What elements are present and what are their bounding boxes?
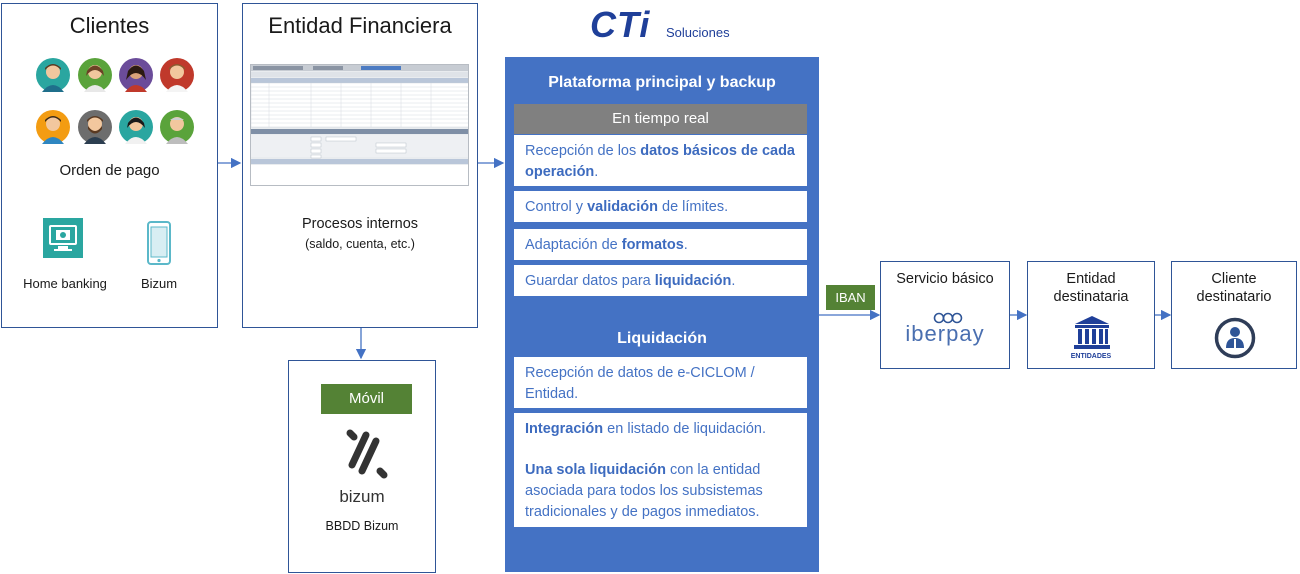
cti-logo: CTi <box>590 4 650 46</box>
card-integracion-liquidacion: Integración en listado de liquidación. U… <box>514 413 807 527</box>
cliente-destinatario-title-1: Cliente <box>1172 270 1296 288</box>
home-banking-label: Home banking <box>10 276 120 291</box>
avatar <box>78 58 112 92</box>
cliente-destinatario-title-2: destinatario <box>1172 288 1296 306</box>
avatar <box>119 110 153 144</box>
avatar <box>36 58 70 92</box>
en-tiempo-real-header: En tiempo real <box>514 104 807 134</box>
card-recepcion-datos: Recepción de los datos básicos de cada o… <box>514 135 807 186</box>
card-guardar-datos: Guardar datos para liquidación. <box>514 265 807 296</box>
clientes-title: Clientes <box>2 13 217 39</box>
iban-badge: IBAN <box>826 285 875 310</box>
entidad-destinataria-title-2: destinataria <box>1028 288 1154 306</box>
liquidacion-title: Liquidación <box>505 330 819 348</box>
bizum-label: Bizum <box>120 276 198 291</box>
clientes-box: Clientes Orden de pago <box>1 3 218 328</box>
bbdd-bizum-label: BBDD Bizum <box>289 519 435 533</box>
movil-box: Móvil bizum BBDD Bizum <box>288 360 436 573</box>
procesos-internos-sub: (saldo, cuenta, etc.) <box>243 237 477 251</box>
avatar <box>78 110 112 144</box>
servicio-basico-box: Servicio básico iberpay <box>880 261 1010 369</box>
cti-soluciones: Soluciones <box>666 25 730 40</box>
plataforma-title: Plataforma principal y backup <box>505 74 819 92</box>
procesos-internos-label: Procesos internos <box>243 216 477 232</box>
card-adaptacion-formatos: Adaptación de formatos. <box>514 229 807 260</box>
orden-de-pago-label: Orden de pago <box>2 162 217 179</box>
bizum-logo-icon <box>342 425 392 481</box>
cliente-destinatario-box: Cliente destinatario <box>1171 261 1297 369</box>
avatar <box>36 110 70 144</box>
iberpay-logo: iberpay <box>881 325 1009 343</box>
entidades-icon-label: ENTIDADES <box>1028 352 1154 361</box>
avatar <box>160 110 194 144</box>
card-recepcion-ciclom: Recepción de datos de e-CICLOM / Entidad… <box>514 357 807 408</box>
entidad-destinataria-title-1: Entidad <box>1028 270 1154 288</box>
plataforma-panel: Plataforma principal y backup En tiempo … <box>505 57 819 572</box>
user-circle-icon <box>1214 317 1256 359</box>
app-screenshot <box>250 64 469 186</box>
bizum-logo-text: bizum <box>289 487 435 507</box>
avatar <box>119 58 153 92</box>
avatar <box>160 58 194 92</box>
home-banking-icon <box>43 218 83 258</box>
movil-badge: Móvil <box>321 384 412 414</box>
bank-building-icon <box>1072 314 1112 350</box>
entidad-destinataria-box: Entidad destinataria ENTIDADES <box>1027 261 1155 369</box>
entidad-financiera-title: Entidad Financiera <box>243 13 477 39</box>
card-control-validacion: Control y validación de límites. <box>514 191 807 222</box>
servicio-basico-title: Servicio básico <box>881 270 1009 288</box>
phone-icon <box>146 221 172 265</box>
